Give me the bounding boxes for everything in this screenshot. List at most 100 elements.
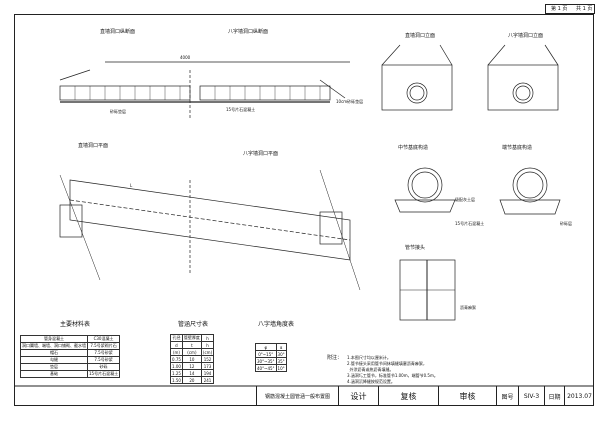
title-cell-drawing: 钢筋混凝土圆管涵一般布置图 (256, 386, 338, 406)
front-straight-pipe (406, 82, 428, 104)
drawing-title: 钢筋混凝土圆管涵一般布置图 (264, 393, 330, 400)
pipe-table-title: 管涵尺寸表 (178, 321, 209, 328)
table-cell: 10 (181, 355, 202, 363)
table-cell: (cm) (200, 348, 215, 356)
dim-l: L (130, 183, 133, 188)
table-cell: 0°~15° (255, 350, 277, 358)
notes-list: 1.本图尺寸均以厘米计。2.管节接头采用管节间抹填缝填塞沥青麻絮， 外涂沥青或热… (347, 355, 438, 385)
table-cell: 10° (275, 364, 287, 372)
audit-label: 审核 (459, 391, 476, 401)
table-cell: 垫层 (20, 363, 88, 371)
table-cell: 0.75 (170, 355, 183, 363)
table-cell: 1.50 (170, 376, 183, 384)
table-cell: 40°~45° (255, 364, 277, 372)
angle-row: 40°~45°10° (255, 364, 287, 372)
title-cell-date-label: 日期 (544, 386, 564, 406)
note-line: 3.涵洞圬工管节，标准管节1.00m，端管节0.5m。 (347, 373, 438, 378)
front-straight-box (381, 64, 453, 111)
materials-row: 垫层砂砾 (20, 363, 121, 371)
note-line: 4.涵洞沉降缝按规范设置。 (347, 379, 395, 384)
front-eight-box (487, 64, 559, 111)
table-cell: 7.5号砂浆 (86, 356, 121, 364)
pipe-long-right (199, 85, 331, 101)
table-cell: 1.25 (170, 369, 183, 377)
table-cell: 孔径 (170, 334, 183, 342)
date-value: 2013.07 (567, 392, 592, 400)
pipe-row: (m)(cm)(cm) (170, 348, 215, 356)
drawing-frame (14, 14, 594, 406)
view-title-straight-plan: 直墙洞口平面 (78, 143, 109, 149)
table-cell: 基础 (20, 370, 88, 378)
table-cell: 1.00 (170, 362, 183, 370)
table-cell: h (200, 341, 215, 349)
table-cell: 194 (200, 369, 215, 377)
pipe-long-left (59, 85, 191, 101)
design-label: 设计 (350, 391, 367, 401)
note-line: 2.管节接头采用管节间抹填缝填塞沥青麻絮， (347, 361, 427, 366)
note-grout: 15号片石混凝土 (226, 107, 256, 112)
title-cell-review: 复核 (378, 386, 438, 406)
end-base-pipe (512, 167, 548, 203)
note-gravel: 砂砾垫层 (110, 109, 126, 114)
table-cell: 241 (200, 376, 215, 384)
view-title-end-base: 端节基底构造 (502, 145, 533, 151)
view-title-eight-plan: 八字墙洞口平面 (243, 151, 279, 157)
notes-title: 附注： (327, 355, 343, 361)
title-cell-date: 2013.07 (564, 386, 594, 406)
table-cell: 管壁厚度 (181, 334, 202, 342)
front-eight-pipe (512, 82, 534, 104)
table-cell: 7.5号砂浆 (86, 349, 121, 357)
table-cell: 勾缝 (20, 356, 88, 364)
table-cell: φ (255, 343, 277, 351)
table-cell: 152 (200, 355, 215, 363)
table-cell: 帽石 (20, 349, 88, 357)
table-cell: h (200, 334, 215, 342)
slope-left (59, 69, 91, 81)
table-cell: 12 (181, 362, 202, 370)
table-cell: 20 (181, 376, 202, 384)
table-cell: 洞口翼墙、端墙、洞口铺砌、截水墙 (20, 342, 88, 350)
plan-center-line (69, 199, 351, 241)
page-counter: 第 1 页 共 1 页 (545, 4, 595, 14)
note-gravel-10cm: 10cm砂砾垫层 (336, 99, 364, 104)
plan-end-left (59, 204, 83, 238)
slope-right (319, 79, 346, 99)
title-cell-audit: 审核 (438, 386, 496, 406)
view-title-eight-long: 八字墙洞口纵断面 (228, 29, 269, 35)
title-cell-fig-label: 图号 (496, 386, 518, 406)
table-cell: 管身混凝土 (20, 335, 88, 343)
view-title-joint: 管节接头 (405, 245, 426, 251)
table-cell: 30° (275, 350, 287, 358)
note-line: 外涂沥青或热沥青填缝。 (347, 367, 394, 372)
plan-end-right (319, 211, 343, 245)
total-label: 共 1 页 (576, 6, 593, 12)
table-cell: (m) (170, 348, 183, 356)
table-cell: 砂砾 (86, 363, 121, 371)
mid-base-footing (394, 199, 456, 213)
table-cell: α (275, 343, 287, 351)
table-cell: (cm) (181, 348, 202, 356)
table-cell: 14 (181, 369, 202, 377)
table-cell: C30混凝土 (86, 335, 121, 343)
table-cell: 35° (275, 357, 287, 365)
materials-table-title: 主要材料表 (60, 321, 91, 328)
review-label: 复核 (400, 391, 417, 401)
date-label: 日期 (548, 393, 561, 401)
note-gravel-c: 砂砾层 (560, 221, 572, 226)
angle-row: 30°~35°35° (255, 357, 287, 365)
